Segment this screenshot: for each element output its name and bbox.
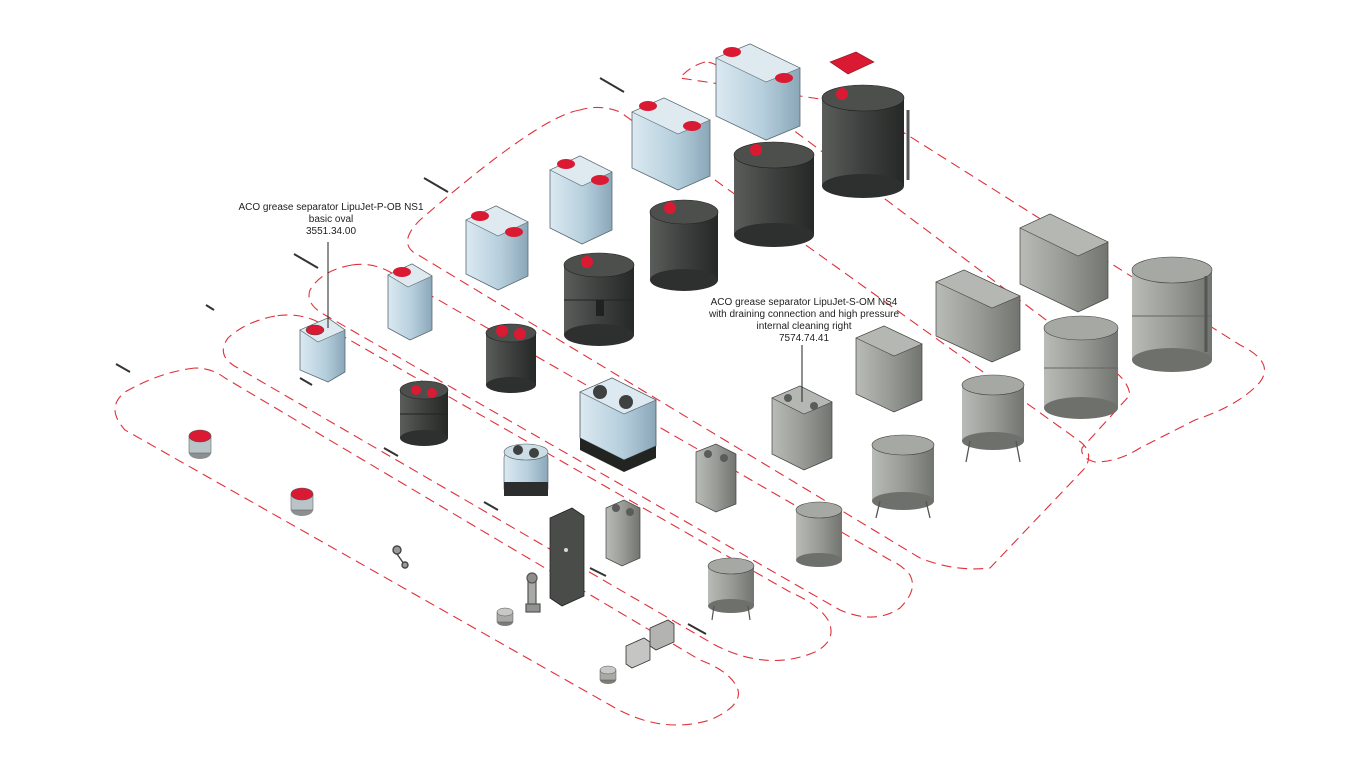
grey-box-separator [855,325,923,413]
grey-cylindrical-separator [1131,256,1213,372]
callout-variant: with draining connection and high pressu… [708,309,900,320]
boundary-row-5 [678,61,1265,463]
callout-variant-detail: internal cleaning right [756,321,852,332]
plastic-separator [715,43,801,141]
small-separator-unit [188,429,212,459]
dark-wall-panel [549,507,585,607]
dark-cylindrical-separator [563,252,635,346]
grey-box-separator [605,499,641,567]
row-marker-3 [293,253,319,269]
sampling-pot [496,607,514,626]
row-marker-10 [687,623,707,635]
dark-cylindrical-separator [733,141,815,247]
grey-cylindrical-separator [795,501,843,567]
row-marker-7 [383,447,399,457]
oval-plastic-separator-ns1 [299,317,346,383]
plastic-separator [387,263,433,341]
grey-box-separator [1019,213,1109,313]
valve-fitting [392,545,409,569]
dark-cylindrical-separator [821,84,910,198]
plastic-separator-compact [503,443,549,496]
red-cover-plate [829,51,875,75]
row-3-equipment [387,263,755,621]
plastic-separator [549,155,613,245]
row-2-equipment [299,317,675,669]
grey-cylindrical-separator [1043,315,1119,419]
grey-cylindrical-separator-legs [961,374,1025,463]
callout-article-number: 7574.74.41 [778,333,830,344]
row-marker-5 [599,77,625,93]
row-marker-1 [115,363,131,373]
plastic-separator-large [579,377,657,472]
row-markers [115,77,707,635]
row-5-equipment [549,43,1213,463]
grey-box-separator [935,269,1021,363]
pipe-fittings [625,619,675,669]
row-marker-9 [589,567,607,577]
row-marker-2 [205,304,215,311]
boundary-row-2 [222,314,832,662]
dark-cylindrical-separator [485,323,537,393]
callout-lipujet-p-ob: ACO grease separator LipuJet-P-OB NS1 ba… [220,202,442,238]
row-marker-8 [483,501,499,511]
row-4-equipment [465,205,935,567]
dark-cylindrical-separator [649,199,719,291]
callout-title: ACO grease separator LipuJet-S-OM NS4 [710,297,898,308]
grey-cylindrical-separator-legs [871,434,935,519]
grey-cylindrical-separator [707,557,755,621]
plastic-separator [465,205,529,291]
standpipe-valve [525,572,541,613]
callout-lipujet-s-om: ACO grease separator LipuJet-S-OM NS4 wi… [692,297,916,345]
small-separator-unit [290,487,314,516]
callout-variant: basic oval [308,214,354,225]
row-1-equipment [188,429,617,684]
row-marker-4 [423,177,449,193]
dark-cylindrical-separator [399,380,449,446]
callout-leaders [327,242,803,402]
callout-title: ACO grease separator LipuJet-P-OB NS1 [238,202,424,213]
sampling-pot [599,665,617,684]
row-marker-6 [299,377,313,386]
grey-box-separator [695,443,737,513]
callout-article-number: 3551.34.00 [305,226,357,237]
plastic-separator [631,97,711,191]
boundary-row-1 [114,367,739,726]
